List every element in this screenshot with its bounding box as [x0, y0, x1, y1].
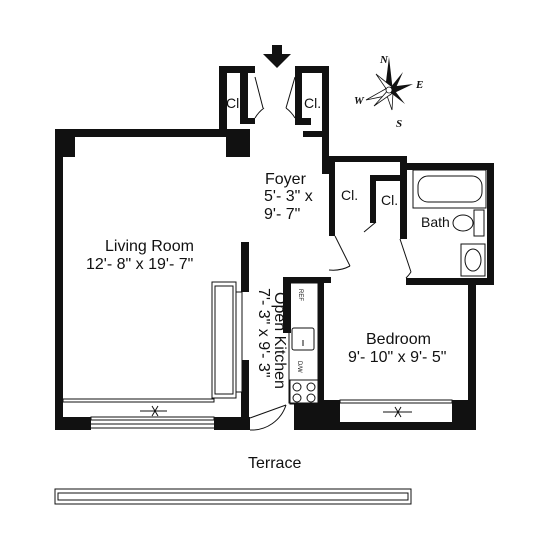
living-room-name: Living Room: [105, 238, 194, 255]
closet-label: Cl.: [304, 95, 321, 111]
vanity: [460, 243, 486, 277]
walls: [55, 66, 494, 430]
bedroom-dim: 9'- 10" x 9'- 5": [348, 349, 446, 366]
refrigerator-label: REF: [297, 289, 303, 301]
windows: [62, 398, 453, 429]
bathtub: [412, 169, 487, 209]
living-room-dim: 12'- 8" x 19'- 7": [86, 256, 193, 273]
foyer-dim-2: 9'- 7": [264, 206, 300, 223]
closet-label: Cl.: [341, 187, 358, 203]
foyer-name: Foyer: [265, 171, 307, 188]
stove-burner: [306, 393, 316, 403]
room-labels: Cl. Cl. Cl. Cl. Foyer 5'- 3" x 9'- 7" Li…: [86, 95, 450, 472]
closet-label: Cl.: [226, 95, 243, 111]
kitchen-dim: 7'- 3" x 9'- 3": [255, 288, 272, 378]
terrace-railing: [54, 488, 412, 505]
sofa: [211, 281, 237, 399]
foyer-dim-1: 5'- 3" x: [264, 188, 313, 205]
entry-arrow-icon: [263, 45, 291, 68]
stove-burner: [306, 382, 316, 392]
toilet-tank: [473, 209, 485, 237]
kitchen-counter: [288, 282, 319, 404]
stove-burner: [292, 382, 302, 392]
terrace-name: Terrace: [248, 455, 301, 472]
bath-name: Bath: [421, 214, 450, 230]
compass-rose-icon: N E S W: [354, 54, 423, 130]
compass-n: N: [379, 54, 389, 66]
doors: [249, 76, 412, 431]
basin: [464, 248, 482, 272]
sink: [291, 327, 315, 351]
kitchen-name: Open Kitchen: [271, 292, 288, 389]
stove: [289, 379, 319, 405]
bedroom-name: Bedroom: [366, 331, 431, 348]
compass-s: S: [396, 118, 402, 130]
stove-burner: [292, 393, 302, 403]
dishwasher-label: D/W: [296, 361, 302, 373]
closet-label: Cl.: [381, 192, 398, 208]
toilet-bowl: [452, 214, 474, 232]
fixtures: [211, 169, 487, 405]
compass-w: W: [354, 95, 365, 107]
compass-e: E: [415, 79, 423, 91]
